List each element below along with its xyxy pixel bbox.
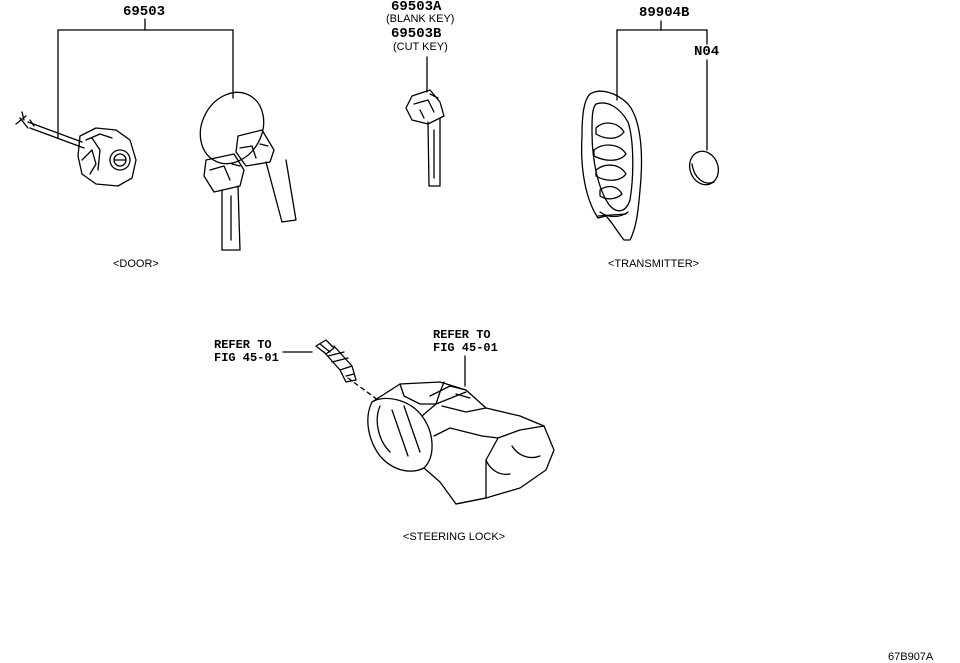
blank-key-part-number: 69503A: [391, 0, 442, 15]
diagram-code: 67B907A: [888, 651, 934, 663]
cut-key-description: (CUT KEY): [393, 41, 448, 53]
door-lock-cylinder-icon: [15, 111, 137, 187]
lock-switch-icon: [315, 339, 357, 383]
door-keys-icon: [199, 91, 297, 251]
refer-right-line2: FIG 45-01: [433, 341, 498, 355]
door-leader-bracket: [57, 18, 234, 139]
cut-key-part-number: 69503B: [391, 26, 442, 42]
steering-lock-caption: <STEERING LOCK>: [403, 531, 506, 543]
key-icon: [405, 89, 445, 187]
battery-part-number: N04: [694, 44, 720, 60]
transmitter-caption: <TRANSMITTER>: [608, 258, 700, 270]
transmitter-fob-icon: [580, 90, 643, 241]
steering-lock-housing-icon: [367, 381, 555, 505]
door-part-number: 69503: [123, 4, 166, 20]
battery-icon: [688, 150, 720, 186]
refer-leader-lines: [282, 351, 466, 401]
blank-key-description: (BLANK KEY): [386, 13, 455, 25]
refer-left-line1: REFER TO: [214, 338, 272, 352]
transmitter-part-number: 89904B: [639, 5, 690, 21]
refer-left-line2: FIG 45-01: [214, 351, 279, 365]
door-caption: <DOOR>: [113, 258, 159, 270]
refer-right-line1: REFER TO: [433, 328, 491, 342]
transmitter-leader-bracket: [616, 20, 708, 151]
